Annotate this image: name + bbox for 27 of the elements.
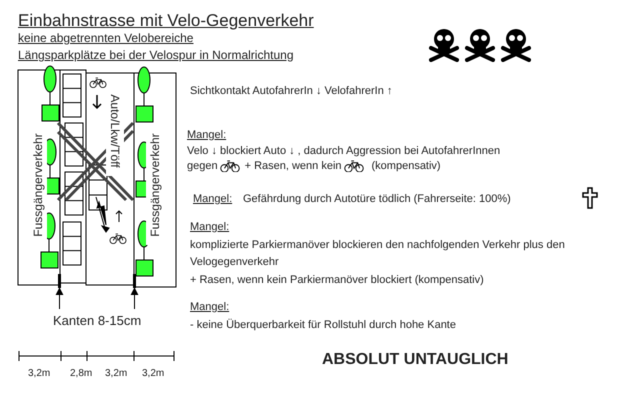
note-text: (kompensativ): [372, 159, 441, 174]
note-text: gegen: [187, 159, 218, 174]
subtitle: keine abgetrennten Velobereiche: [18, 30, 194, 47]
heading-text: Mangel:: [193, 192, 232, 207]
heading-text: Mangel:: [190, 220, 230, 235]
annotation-text: Kanten 8-15cm: [53, 311, 142, 330]
note-text: + Rasen, wenn kein Parkiermanöver blockiert (kompensativ): [190, 273, 484, 288]
curb-edge: [58, 274, 61, 288]
note-text: - keine Überquerbarkeit für Rollstuhl durch hohe Kante: [190, 318, 456, 333]
lane-label: Auto/Lkw/Töff: [106, 86, 124, 176]
note-text: + Rasen, wenn kein: [244, 159, 342, 174]
arrow: [130, 287, 138, 310]
arrow: [56, 287, 64, 310]
curb-edge: [133, 274, 136, 288]
heading-text: Mangel:: [187, 128, 226, 143]
dimension-label: 3,2m: [28, 367, 50, 381]
subtitle: Längsparkplätze bei der Velospur in Normalrichtung: [18, 47, 294, 64]
verdict-text: ABSOLUT UNTAUGLICH: [322, 350, 508, 370]
heading-text: Mangel:: [190, 300, 230, 315]
note-text: komplizierte Parkiermanöver blockieren den nachfolgenden Verkehr plus den Velogegenverkehr: [190, 238, 566, 270]
dimension-label: 3,2m: [142, 367, 164, 381]
note-text: Gefährdung durch Autotüre tödlich (Fahrerseite: 100%): [243, 192, 511, 207]
title: Einbahnstrasse mit Velo-Gegenverkehr: [18, 10, 314, 32]
note-text: Sichtkontakt AutofahrerIn ↓ VelofahrerIn ↑: [190, 84, 392, 99]
dimension-label: 2,8m: [70, 367, 92, 381]
note-text: Velo ↓ blockiert Auto ↓ , dadurch Aggression bei AutofahrerInnen: [187, 144, 500, 159]
dimension-label: 3,2m: [105, 367, 128, 381]
